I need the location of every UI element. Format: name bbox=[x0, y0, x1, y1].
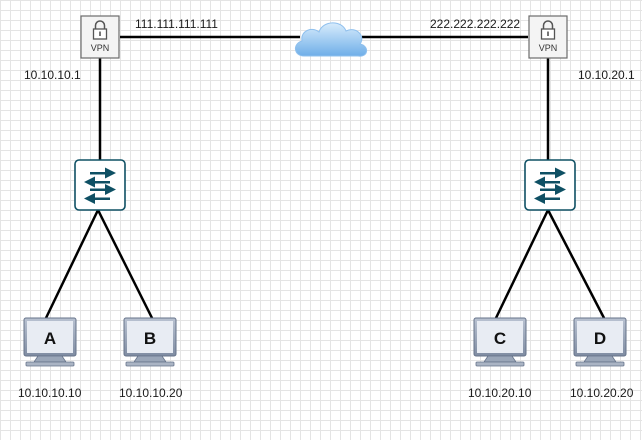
vpn-right-label: VPN bbox=[539, 43, 558, 53]
host-d[interactable]: D bbox=[573, 317, 627, 367]
vpn-device-left[interactable]: VPN bbox=[80, 15, 120, 59]
host-c[interactable]: C bbox=[473, 317, 527, 367]
switch-left[interactable] bbox=[74, 159, 126, 211]
host-a-letter: A bbox=[44, 329, 56, 348]
vpn-left-label: VPN bbox=[91, 43, 110, 53]
switch-left-to-host-a bbox=[44, 209, 100, 319]
wan-ip-left: 111.111.111.111 bbox=[135, 17, 218, 31]
host-a[interactable]: A bbox=[23, 317, 77, 367]
host-d-ip: 10.10.20.20 bbox=[570, 386, 634, 400]
host-a-ip: 10.10.10.10 bbox=[18, 386, 82, 400]
host-b-letter: B bbox=[144, 329, 156, 348]
switch-right-to-host-d bbox=[546, 209, 606, 319]
cloud-icon bbox=[295, 22, 367, 57]
host-c-ip: 10.10.20.10 bbox=[468, 386, 532, 400]
switch-icon bbox=[74, 159, 126, 211]
host-b[interactable]: B bbox=[123, 317, 177, 367]
switch-icon bbox=[524, 159, 576, 211]
lan-ip-left: 10.10.10.1 bbox=[24, 68, 81, 82]
lan-ip-right: 10.10.20.1 bbox=[578, 68, 635, 82]
host-b-ip: 10.10.10.20 bbox=[119, 386, 183, 400]
switch-right-to-host-c bbox=[494, 209, 550, 319]
switch-left-to-host-b bbox=[96, 209, 154, 319]
connections bbox=[44, 35, 606, 319]
host-c-letter: C bbox=[494, 329, 506, 348]
vpn-device-right[interactable]: VPN bbox=[528, 15, 568, 59]
host-d-letter: D bbox=[594, 329, 606, 348]
wan-ip-right: 222.222.222.222 bbox=[430, 17, 521, 31]
switch-right[interactable] bbox=[524, 159, 576, 211]
